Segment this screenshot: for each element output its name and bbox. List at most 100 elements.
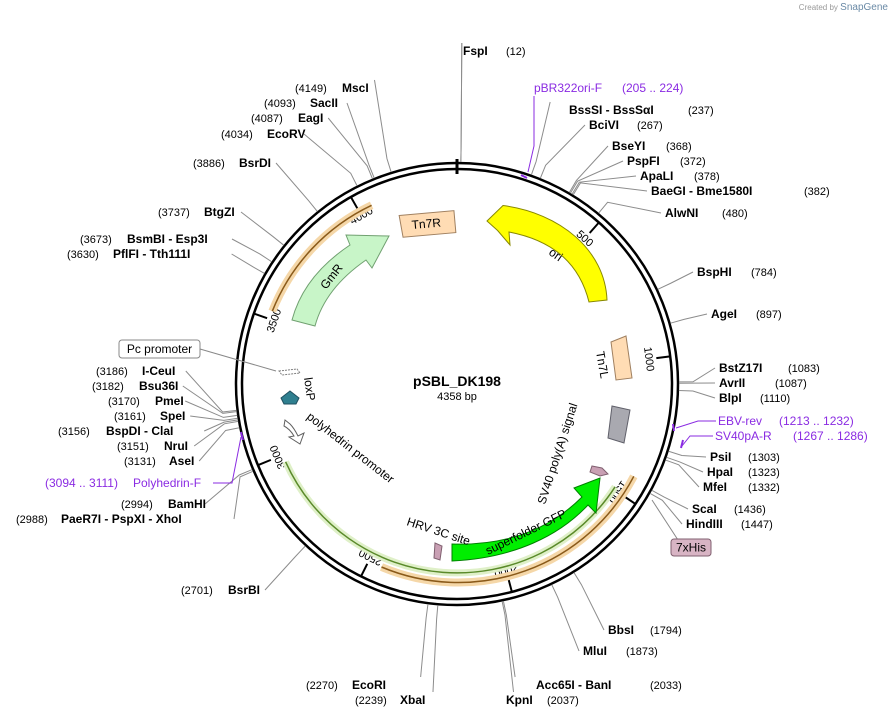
svg-text:(2033): (2033) bbox=[650, 680, 682, 692]
site-sacii[interactable]: (4093)SacII bbox=[264, 96, 338, 110]
site-bbsi[interactable]: BbsI(1794) bbox=[608, 623, 682, 637]
site-tth111i[interactable]: (3630)PflFI - Tth111I bbox=[67, 247, 190, 261]
site-bsrbi[interactable]: (2701)BsrBI bbox=[181, 583, 260, 597]
svg-text:MscI: MscI bbox=[342, 81, 369, 95]
svg-text:PsiI: PsiI bbox=[710, 450, 731, 464]
site-mfei[interactable]: MfeI(1332) bbox=[703, 480, 780, 494]
primer-polyhedrin-f[interactable]: (3094 .. 3111)Polyhedrin-F bbox=[45, 476, 201, 490]
site-pspfi[interactable]: PspFI(372) bbox=[627, 154, 706, 168]
snapgene-credit: Created by SnapGene bbox=[799, 2, 888, 13]
7xhis-box[interactable] bbox=[670, 538, 712, 557]
site-esp3i[interactable]: (3673)BsmBI - Esp3I bbox=[80, 232, 208, 246]
svg-text:(2037): (2037) bbox=[547, 695, 579, 707]
svg-text:Bsu36I: Bsu36I bbox=[139, 379, 178, 393]
sv40-polya-feature[interactable] bbox=[607, 405, 631, 444]
site-bcivi[interactable]: BciVI(267) bbox=[589, 118, 663, 132]
primer-sv40pa-r[interactable]: SV40pA-R(1267 .. 1286) bbox=[715, 429, 868, 443]
svg-text:pBR322ori-F: pBR322ori-F bbox=[534, 81, 602, 95]
superfolder-gfp-feature[interactable] bbox=[451, 477, 601, 562]
svg-text:SacII: SacII bbox=[310, 96, 338, 110]
svg-text:(2270): (2270) bbox=[306, 680, 338, 692]
site-bsssi[interactable]: BssSI - BssSαI(237) bbox=[569, 103, 714, 117]
site-acc65i[interactable]: Acc65I - BanI(2033) bbox=[536, 678, 682, 692]
primer-ebv-rev[interactable]: EBV-rev(1213 .. 1232) bbox=[718, 414, 854, 428]
leader-site-bcivi bbox=[539, 124, 586, 179]
svg-text:(3131): (3131) bbox=[124, 456, 156, 468]
hrv-3c-site-feature[interactable] bbox=[433, 542, 443, 561]
leader-site-fspi bbox=[460, 42, 463, 163]
svg-text:(12): (12) bbox=[506, 46, 526, 58]
svg-text:AvrII: AvrII bbox=[719, 376, 745, 390]
site-clai[interactable]: (3156)BspDI - ClaI bbox=[58, 424, 173, 438]
site-spei[interactable]: (3161)SpeI bbox=[114, 409, 185, 423]
site-kpni[interactable]: KpnI(2037) bbox=[506, 693, 579, 707]
svg-text:(2988): (2988) bbox=[16, 514, 48, 526]
site-eagi[interactable]: (4087)EagI bbox=[251, 111, 323, 125]
site-pmei[interactable]: (3170)PmeI bbox=[108, 394, 184, 408]
site-bsphi[interactable]: BspHI(784) bbox=[697, 265, 777, 279]
svg-text:(784): (784) bbox=[751, 267, 777, 279]
site-bstz17i[interactable]: BstZ17I(1083) bbox=[719, 361, 820, 375]
site-leader-lines bbox=[182, 42, 716, 693]
tn7l-feature[interactable] bbox=[610, 335, 633, 381]
site-ecorv[interactable]: (4034)EcoRV bbox=[221, 127, 305, 141]
site-agei[interactable]: AgeI(897) bbox=[711, 307, 782, 321]
primer-labels: pBR322ori-F(205 .. 224) EBV-rev(1213 .. … bbox=[45, 81, 868, 490]
site-mlui[interactable]: MluI(1873) bbox=[583, 644, 658, 658]
svg-text:BaeGI - Bme1580I: BaeGI - Bme1580I bbox=[651, 184, 752, 198]
site-xbai[interactable]: (2239)XbaI bbox=[355, 693, 425, 707]
tn7r-feature[interactable] bbox=[398, 210, 457, 238]
svg-text:(3182): (3182) bbox=[92, 381, 124, 393]
site-msci[interactable]: (4149)MscI bbox=[295, 81, 369, 95]
site-psii[interactable]: PsiI(1303) bbox=[710, 450, 780, 464]
primer-pbr322-leader bbox=[527, 96, 535, 173]
svg-text:BciVI: BciVI bbox=[589, 118, 619, 132]
loxp-feature[interactable] bbox=[280, 390, 300, 405]
site-bseyi[interactable]: BseYI(368) bbox=[612, 139, 692, 153]
leader-site-kpni bbox=[501, 601, 515, 693]
primer-pbr322-mark bbox=[520, 174, 528, 179]
tick-mark-3500 bbox=[253, 312, 268, 320]
svg-text:PspFI: PspFI bbox=[627, 154, 660, 168]
site-hpai[interactable]: HpaI(1323) bbox=[707, 465, 780, 479]
site-nrui[interactable]: (3151)NruI bbox=[117, 439, 188, 453]
site-alwni[interactable]: AlwNI(480) bbox=[665, 206, 748, 220]
site-hindiii[interactable]: HindIII(1447) bbox=[686, 517, 773, 531]
pc-promoter-label: Pc promoter bbox=[127, 342, 192, 356]
snapgene-brand: SnapGene bbox=[840, 2, 888, 13]
site-blpi[interactable]: BlpI(1110) bbox=[719, 391, 790, 405]
site-baegi[interactable]: BaeGI - Bme1580I(382) bbox=[651, 184, 830, 198]
svg-text:SpeI: SpeI bbox=[160, 409, 185, 423]
site-btgzi[interactable]: (3737)BtgZI bbox=[158, 205, 235, 219]
site-i-ceui[interactable]: (3186)I-CeuI bbox=[96, 364, 175, 378]
svg-text:(1267 .. 1286): (1267 .. 1286) bbox=[793, 429, 868, 443]
svg-text:MluI: MluI bbox=[583, 644, 607, 658]
leader-site-bstz17i bbox=[678, 367, 716, 383]
pc-promoter-box[interactable] bbox=[118, 339, 201, 359]
primer-pbr322ori-f[interactable]: pBR322ori-F(205 .. 224) bbox=[534, 81, 683, 95]
site-avrii[interactable]: AvrII(1087) bbox=[719, 376, 807, 390]
site-scai[interactable]: ScaI(1436) bbox=[692, 502, 766, 516]
svg-text:BseYI: BseYI bbox=[612, 139, 645, 153]
site-bsu36i[interactable]: (3182) Bsu36I bbox=[92, 379, 178, 393]
site-xhoi[interactable]: (2988)PaeR7I - PspXI - XhoI bbox=[16, 512, 182, 526]
svg-text:(3156): (3156) bbox=[58, 426, 90, 438]
site-bsrdi[interactable]: (3886)BsrDI bbox=[193, 156, 271, 170]
ori-feature[interactable] bbox=[486, 204, 608, 303]
primer-marks bbox=[213, 96, 716, 484]
site-apali[interactable]: ApaLI(378) bbox=[640, 169, 720, 183]
svg-text:(1323): (1323) bbox=[748, 467, 780, 479]
leader-site-xhoi bbox=[233, 470, 254, 520]
leader-site-spei bbox=[190, 415, 238, 421]
gmr-feature[interactable] bbox=[291, 234, 390, 327]
leader-site-bbsi bbox=[573, 572, 605, 631]
site-fspi[interactable]: FspI(12) bbox=[463, 44, 526, 58]
site-asei[interactable]: (3131)AseI bbox=[124, 454, 194, 468]
tn7l-label: Tn7L bbox=[593, 350, 612, 380]
site-bamhi[interactable]: (2994)BamHI bbox=[121, 497, 206, 511]
svg-text:EBV-rev: EBV-rev bbox=[718, 414, 762, 428]
svg-text:HindIII: HindIII bbox=[686, 517, 723, 531]
site-ecori[interactable]: (2270)EcoRI bbox=[306, 678, 386, 692]
leader-site-ecorv bbox=[303, 133, 358, 187]
